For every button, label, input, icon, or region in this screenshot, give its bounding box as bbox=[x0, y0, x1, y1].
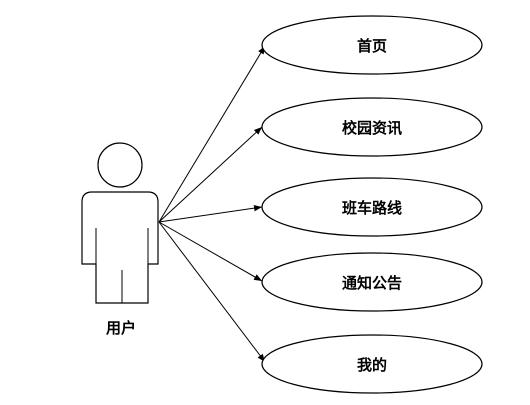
use-case-notices: 通知公告 bbox=[261, 252, 483, 312]
use-case-mine: 我的 bbox=[261, 334, 483, 394]
use-case-label: 班车路线 bbox=[342, 199, 402, 217]
association-notices bbox=[158, 221, 263, 282]
use-case-ellipse bbox=[261, 334, 483, 394]
associations bbox=[158, 45, 266, 363]
actor-body bbox=[81, 191, 159, 304]
actor-head bbox=[97, 142, 143, 188]
association-mine bbox=[158, 221, 266, 363]
association-shuttle-routes bbox=[158, 204, 263, 223]
use-case-label: 首页 bbox=[357, 37, 387, 55]
use-case-label: 校园资讯 bbox=[342, 119, 402, 137]
use-case-label: 我的 bbox=[357, 356, 387, 374]
use-case-label: 通知公告 bbox=[342, 274, 402, 292]
association-campus-news bbox=[158, 126, 263, 223]
use-case-ellipse bbox=[261, 177, 483, 237]
actor-label: 用户 bbox=[106, 319, 136, 337]
association-homepage bbox=[158, 45, 266, 223]
use-case-shuttle-routes: 班车路线 bbox=[261, 177, 483, 237]
use-case-ellipse bbox=[261, 252, 483, 312]
use-case-homepage: 首页 bbox=[261, 15, 483, 75]
use-case-ellipse bbox=[261, 15, 483, 75]
actor: 用户 bbox=[81, 142, 159, 337]
use-case-campus-news: 校园资讯 bbox=[261, 97, 483, 157]
use-case-ellipse bbox=[261, 97, 483, 157]
